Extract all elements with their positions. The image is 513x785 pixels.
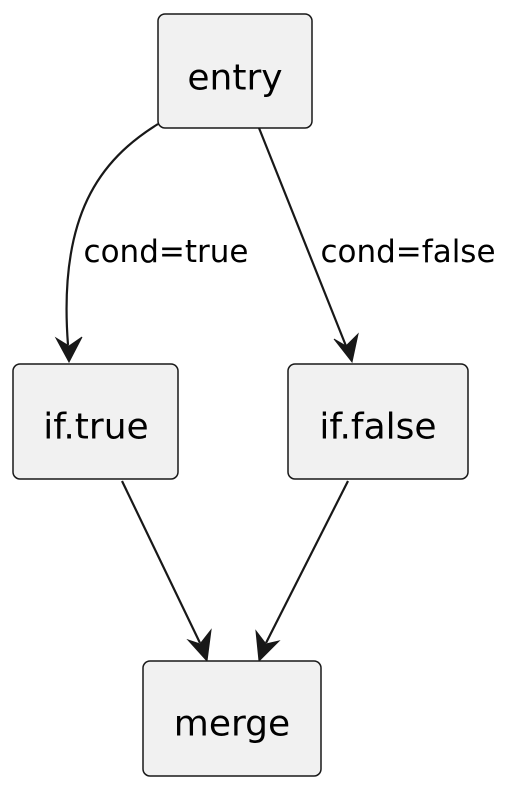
arrowhead-icon xyxy=(333,332,359,364)
node-if-false: if.false xyxy=(287,363,469,480)
edge-entry-to-if-false: cond=false xyxy=(257,127,496,364)
node-box xyxy=(157,13,313,129)
node-entry: entry xyxy=(157,13,313,129)
node-label-entry: entry xyxy=(187,58,282,99)
arrowhead-icon xyxy=(54,336,83,364)
edge-line xyxy=(121,480,201,644)
node-box xyxy=(142,660,322,777)
arrowhead-icon xyxy=(186,628,212,663)
node-box xyxy=(287,363,469,480)
node-label-merge: merge xyxy=(174,704,290,745)
edge-label-cond-false: cond=false xyxy=(320,234,495,270)
edge-entry-to-if-true: cond=true xyxy=(54,123,249,364)
edge-line xyxy=(265,480,349,644)
node-label-if-true: if.true xyxy=(43,407,148,448)
edge-if-true-to-merge xyxy=(121,480,212,663)
node-if-true: if.true xyxy=(12,363,179,480)
edge-line xyxy=(257,127,348,347)
edge-line xyxy=(65,123,159,346)
arrowhead-icon xyxy=(255,629,281,663)
node-label-if-false: if.false xyxy=(319,407,436,448)
node-merge: merge xyxy=(142,660,322,777)
edge-label-cond-true: cond=true xyxy=(84,234,249,270)
node-box xyxy=(12,363,179,480)
edge-if-false-to-merge xyxy=(255,480,349,663)
